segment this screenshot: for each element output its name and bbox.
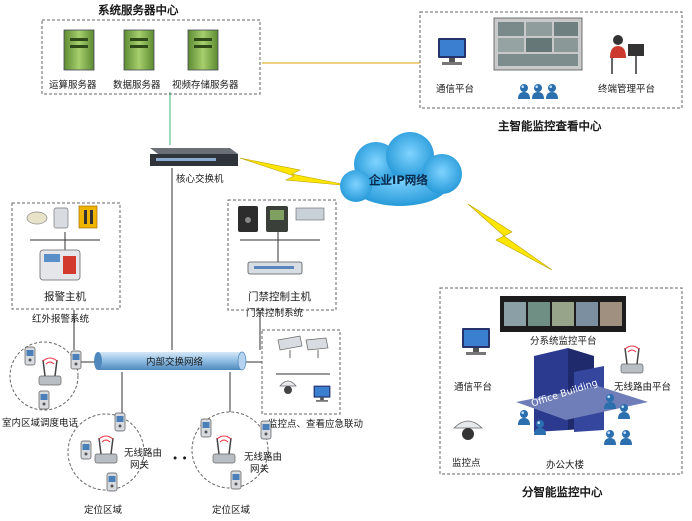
access-system-label: 门禁控制系统 — [246, 307, 304, 319]
indoor-phone-icon-3 — [38, 390, 50, 410]
zone2-phone-icon — [200, 418, 212, 438]
indoor-phone-icon-2 — [70, 350, 82, 370]
access-host-icon — [247, 261, 303, 275]
branch-monitor-point-label: 监控点 — [452, 457, 481, 469]
dome-camera-icon — [279, 380, 297, 394]
branch-center-title: 分智能监控中心 — [522, 485, 603, 499]
branch-comm-platform-label: 通信平台 — [454, 381, 492, 393]
core-switch-icon — [150, 148, 238, 166]
main-comm-monitor-icon — [438, 38, 466, 65]
positioning-zone-circle-1 — [67, 413, 145, 491]
zone1-phone-icon — [114, 412, 126, 432]
branch-router-icon — [620, 345, 644, 374]
router1-label-line1: 无线路由 — [124, 447, 162, 459]
office-building-label: 办公大楼 — [546, 459, 585, 471]
subsystem-platform-label: 分系统监控平台 — [530, 335, 597, 347]
router2-label-line1: 无线路由 — [244, 451, 282, 463]
main-center-title: 主智能监控查看中心 — [498, 119, 602, 133]
operator-icon — [610, 35, 644, 74]
film-strip-icon — [500, 296, 626, 332]
server-center-box — [41, 19, 261, 95]
alarm-sensor-icons — [26, 205, 98, 229]
zone1-label: 定位区域 — [84, 504, 123, 516]
zone2-phone-icon-2 — [260, 420, 272, 440]
router-platform-label: 无线路由平台 — [614, 381, 671, 393]
cloud-label: 企业IP网络 — [368, 173, 428, 187]
server-label-data: 数据服务器 — [113, 79, 161, 91]
access-device-icons — [238, 206, 325, 232]
main-comm-platform-label: 通信平台 — [436, 83, 474, 95]
alarm-system-box — [11, 202, 121, 310]
dome-camera-branch-icon — [453, 420, 483, 440]
zone2-label: 定位区域 — [212, 504, 251, 516]
branch-center-box — [439, 287, 683, 475]
server-icon-video — [187, 29, 219, 71]
server-label-compute: 运算服务器 — [49, 79, 97, 91]
monitor-points-box — [261, 329, 341, 415]
monitor-point-screen-icon — [313, 385, 331, 402]
internal-network-pipe — [94, 351, 247, 371]
zone1-phone-icon-2 — [80, 440, 92, 460]
alarm-system-label: 红外报警系统 — [32, 313, 90, 325]
zone1-phone-icon-3 — [106, 472, 118, 492]
server-center-title: 系统服务器中心 — [98, 3, 179, 17]
zone-ellipsis: • • • — [172, 453, 197, 465]
office-building-icon — [516, 348, 648, 432]
video-wall-icon — [493, 17, 583, 71]
access-system-box — [227, 199, 337, 311]
server-icon-compute — [63, 29, 95, 71]
wireless-link-bolt-left — [239, 157, 353, 187]
alarm-host-label: 报警主机 — [44, 290, 86, 303]
server-label-video: 视频存储服务器 — [172, 79, 239, 91]
main-people-icon — [518, 84, 558, 99]
branch-comm-monitor-icon — [462, 328, 490, 355]
cloud-icon — [340, 132, 462, 206]
zone2-phone-icon-3 — [230, 470, 242, 490]
router2-label-line2: 网关 — [250, 463, 270, 475]
terminal-platform-label: 终端管理平台 — [598, 83, 655, 95]
camera-icons — [277, 335, 329, 358]
server-icon-data — [123, 29, 155, 71]
main-center-box — [419, 11, 683, 109]
alarm-host-icon — [39, 249, 81, 281]
core-switch-label: 核心交换机 — [176, 173, 224, 185]
indoor-phone-label: 室内区域调度电话 — [2, 417, 79, 429]
access-host-label: 门禁控制主机 — [248, 290, 311, 303]
monitor-point-label: 监控点、查看应急联动 — [268, 418, 363, 430]
router1-label-line2: 网关 — [130, 459, 150, 471]
wireless-link-bolt-right — [467, 203, 553, 271]
internal-network-label: 内部交换网络 — [146, 356, 204, 368]
indoor-phone-icon-1 — [24, 346, 36, 366]
